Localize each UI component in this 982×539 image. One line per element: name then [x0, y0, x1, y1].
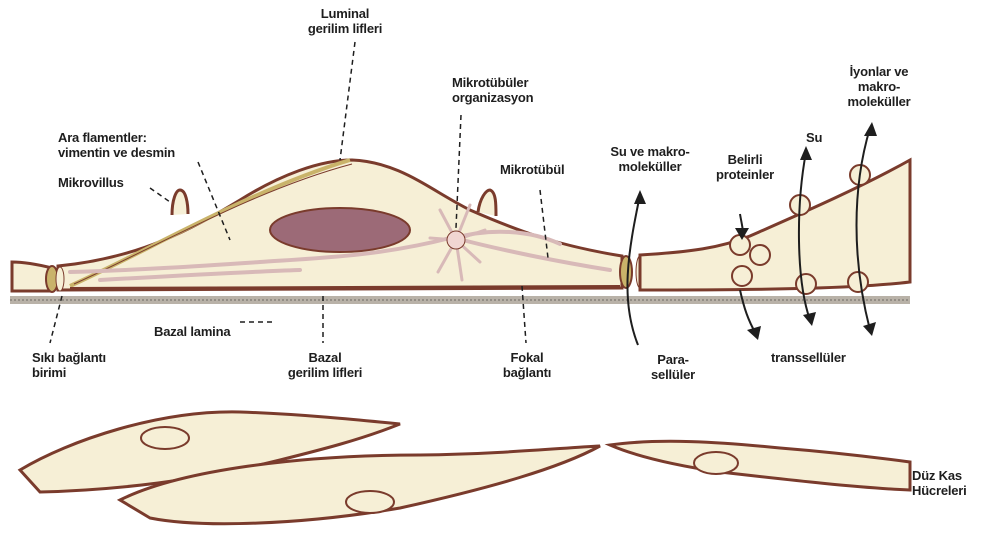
label-line: Sıkı bağlantı: [32, 350, 106, 365]
smooth-muscle-cells: [20, 412, 910, 524]
nucleus: [270, 208, 410, 252]
label-line: bağlantı: [492, 365, 562, 380]
label-line: gerilim lifleri: [265, 365, 385, 380]
label-line: Para-: [633, 352, 713, 367]
label-tight-junction: Sıkı bağlantı birimi: [32, 350, 106, 380]
microvillus-left: [172, 190, 188, 215]
label-line: Belirli: [700, 152, 790, 167]
label-line: Mikrotübüler: [452, 75, 533, 90]
label-basal-lamina: Bazal lamina: [154, 324, 230, 339]
label-line: Ara flamentler:: [58, 130, 175, 145]
label-line: Fokal: [492, 350, 562, 365]
label-line: moleküller: [814, 94, 944, 109]
label-certain-proteins: Belirli proteinler: [700, 152, 790, 182]
label-intermediate-filaments: Ara flamentler: vimentin ve desmin: [58, 130, 175, 160]
label-focal-junction: Fokal bağlantı: [492, 350, 562, 380]
label-line: moleküller: [590, 159, 710, 174]
label-line: İyonlar ve: [814, 64, 944, 79]
label-smooth-muscle-cells: Düz Kas Hücreleri: [912, 468, 967, 498]
label-microvillus: Mikrovillus: [58, 175, 124, 190]
label-line: organizasyon: [452, 90, 533, 105]
label-line: proteinler: [700, 167, 790, 182]
label-water-macromolecules: Su ve makro- moleküller: [590, 144, 710, 174]
basal-lamina-band: [10, 296, 910, 304]
label-microtubule: Mikrotübül: [500, 162, 564, 177]
microvillus-right: [478, 190, 496, 216]
label-line: makro-: [814, 79, 944, 94]
label-water: Su: [806, 130, 822, 145]
label-line: vimentin ve desmin: [58, 145, 175, 160]
label-line: gerilim lifleri: [285, 21, 405, 36]
label-microtubule-organization: Mikrotübüler organizasyon: [452, 75, 533, 105]
label-line: birimi: [32, 365, 106, 380]
label-luminal-stress-fibers: Luminal gerilim lifleri: [285, 6, 405, 36]
label-paracellular: Para- sellüler: [633, 352, 713, 382]
label-line: Bazal: [265, 350, 385, 365]
label-line: sellüler: [633, 367, 713, 382]
label-transcellular: transsellüler: [771, 350, 846, 365]
label-line: Hücreleri: [912, 483, 967, 498]
label-line: Su ve makro-: [590, 144, 710, 159]
label-ions-macromolecules: İyonlar ve makro- moleküller: [814, 64, 944, 109]
tight-junction-left: [46, 266, 64, 292]
label-line: Luminal: [285, 6, 405, 21]
label-basal-stress-fibers: Bazal gerilim lifleri: [265, 350, 385, 380]
label-line: Düz Kas: [912, 468, 967, 483]
